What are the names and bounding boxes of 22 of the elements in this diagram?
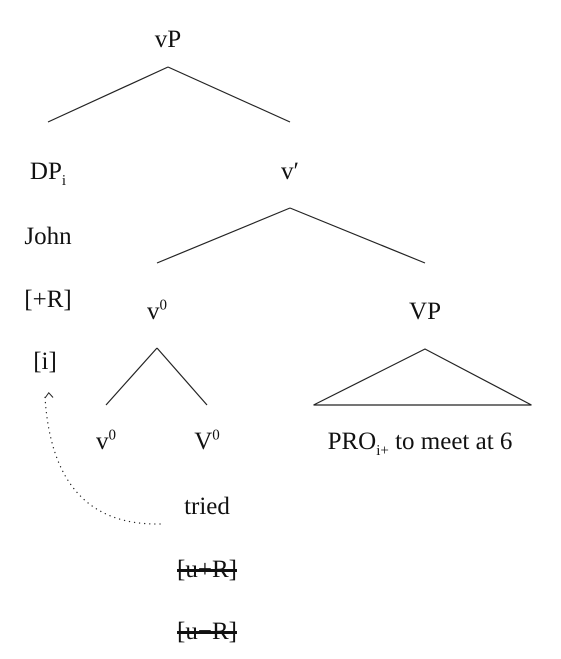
branch-line — [156, 348, 208, 406]
tree-node-label: tried — [180, 488, 234, 526]
tree-node-label: DP$_{i}$ — [26, 122, 70, 191]
branch-line — [106, 348, 158, 406]
branch-line — [168, 66, 290, 123]
tree-node-label: vP — [150, 17, 186, 67]
tree-node-label: VP — [405, 263, 445, 349]
tree-node-label: [i] — [29, 343, 61, 397]
struck-feature-label: [u+R] — [173, 551, 241, 589]
tree-node-label: V$^{0}$ — [190, 405, 224, 461]
tree-node-label: [+R] — [20, 281, 76, 319]
branch-line — [156, 207, 290, 264]
triangle-roof — [312, 348, 532, 406]
branch-line — [48, 66, 168, 123]
tree-node-label: PRO$_{i+}$ to meet at 6 — [324, 405, 516, 461]
dotted-arrow — [44, 392, 161, 525]
struck-feature-label: [u−R] — [173, 613, 241, 651]
tree-node-label: v$^{0}$ — [92, 405, 120, 461]
branch-line — [290, 207, 426, 264]
tree-node-label: John — [20, 218, 76, 256]
tree-node-label: v′ — [277, 122, 303, 208]
tree-node-label: v$^{0}$ — [143, 263, 171, 348]
